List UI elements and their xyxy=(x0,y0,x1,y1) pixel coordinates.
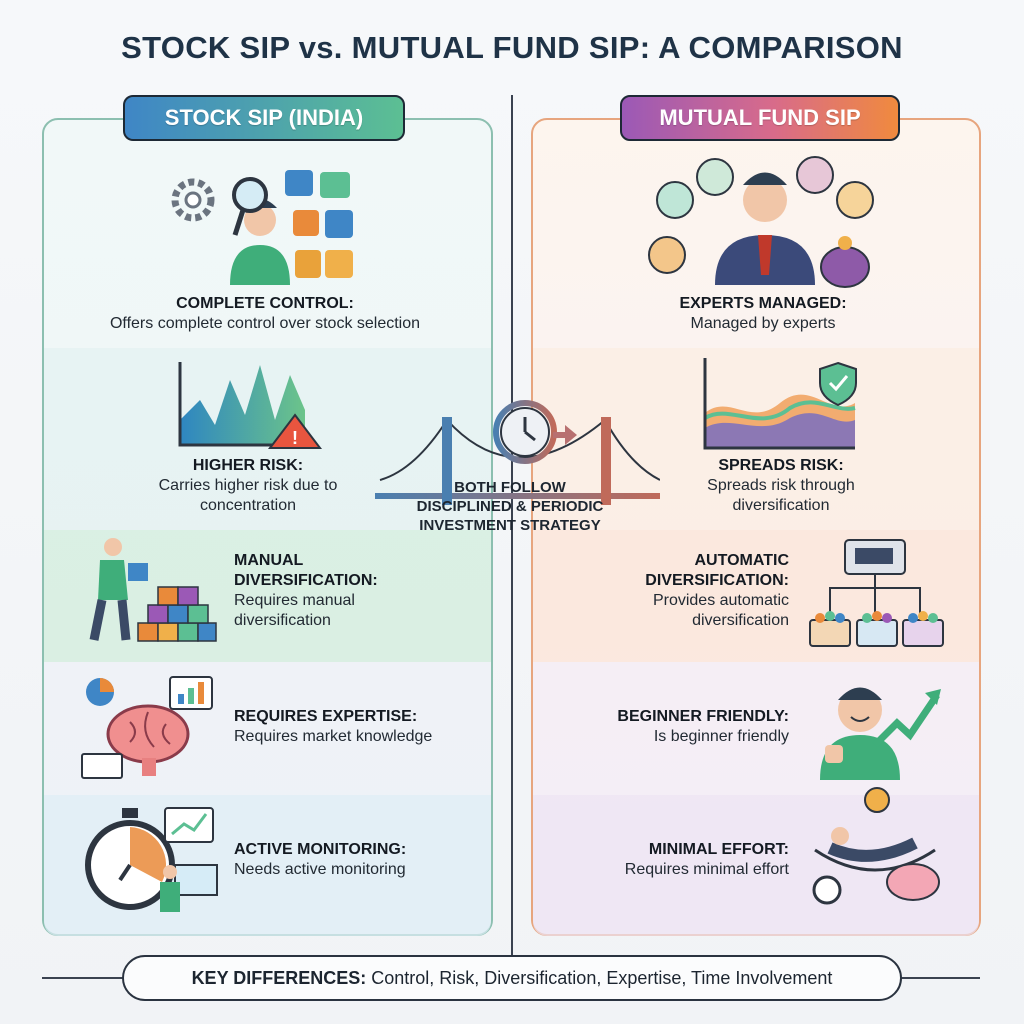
bridge-clock-icon xyxy=(375,400,660,505)
key-differences-label: KEY DIFFERENCES: xyxy=(191,967,367,988)
left-item-control: COMPLETE CONTROL: Offers complete contro… xyxy=(60,294,470,334)
item-title: EXPERTS MANAGED: xyxy=(679,295,847,312)
item-desc: diversification xyxy=(692,612,789,629)
key-differences-bar: KEY DIFFERENCES: Control, Risk, Diversif… xyxy=(122,955,902,1001)
center-divider xyxy=(511,95,513,955)
volatile-chart-warning-icon: ! xyxy=(178,362,323,449)
item-title: HIGHER RISK: xyxy=(192,457,304,474)
left-item-expertise: REQUIRES EXPERTISE: Requires market know… xyxy=(234,707,432,747)
center-line: INVESTMENT STRATEGY xyxy=(419,517,601,534)
smooth-chart-shield-icon xyxy=(703,358,857,450)
magnifier-puzzle-icon xyxy=(171,170,353,285)
item-desc: Provides automatic xyxy=(652,592,789,609)
item-desc: Requires market knowledge xyxy=(234,728,433,745)
right-item-spreads-risk: SPREADS RISK: Spreads risk through diver… xyxy=(640,456,922,516)
item-desc: Requires manual xyxy=(234,592,355,609)
item-desc: Requires minimal effort xyxy=(624,861,789,878)
page-title: STOCK SIP vs. MUTUAL FUND SIP: A COMPARI… xyxy=(121,30,903,65)
item-desc: concentration xyxy=(199,497,297,514)
svg-text:!: ! xyxy=(292,428,298,448)
stopwatch-monitor-icon xyxy=(85,807,218,912)
shared-strategy-note: BOTH FOLLOW DISCIPLINED & PERIODIC INVES… xyxy=(395,478,625,535)
thumbs-up-person-icon xyxy=(820,687,941,780)
item-title: COMPLETE CONTROL: xyxy=(176,295,354,312)
center-line: BOTH FOLLOW xyxy=(454,479,566,496)
item-title: SPREADS RISK: xyxy=(718,457,844,474)
item-title: BEGINNER FRIENDLY: xyxy=(617,708,789,725)
item-desc: Carries higher risk due to xyxy=(158,477,338,494)
right-item-experts: EXPERTS MANAGED: Managed by experts xyxy=(560,294,966,334)
person-stacking-blocks-icon xyxy=(89,538,217,642)
item-title: ACTIVE MONITORING: xyxy=(234,841,407,858)
right-item-beginner: BEGINNER FRIENDLY: Is beginner friendly xyxy=(560,707,789,747)
item-title: MINIMAL EFFORT: xyxy=(648,841,789,858)
center-line: DISCIPLINED & PERIODIC xyxy=(416,498,604,515)
item-title: AUTOMATIC xyxy=(694,552,789,569)
fund-manager-icon xyxy=(648,156,874,288)
mutual-fund-sip-header: MUTUAL FUND SIP xyxy=(620,95,900,141)
item-title: DIVERSIFICATION: xyxy=(234,572,378,589)
item-desc: Managed by experts xyxy=(690,315,836,332)
item-desc: Offers complete control over stock selec… xyxy=(109,315,421,332)
brain-charts-icon xyxy=(81,676,213,779)
item-desc: diversification xyxy=(732,497,830,514)
machine-baskets-icon xyxy=(809,539,944,647)
item-title: REQUIRES EXPERTISE: xyxy=(234,708,418,725)
stock-sip-header: STOCK SIP (INDIA) xyxy=(123,95,405,141)
item-title: MANUAL xyxy=(234,552,304,569)
item-desc: Needs active monitoring xyxy=(234,861,406,878)
item-desc: Spreads risk through xyxy=(707,477,855,494)
right-item-diversification: AUTOMATIC DIVERSIFICATION: Provides auto… xyxy=(560,551,789,631)
key-differences-text: Control, Risk, Diversification, Expertis… xyxy=(371,967,833,988)
item-title: DIVERSIFICATION: xyxy=(645,572,789,589)
left-item-diversification: MANUAL DIVERSIFICATION: Requires manual … xyxy=(234,551,378,631)
right-item-effort: MINIMAL EFFORT: Requires minimal effort xyxy=(560,840,789,880)
item-desc: diversification xyxy=(234,612,331,629)
left-item-risk: HIGHER RISK: Carries higher risk due to … xyxy=(100,456,396,516)
item-desc: Is beginner friendly xyxy=(653,728,789,745)
hammock-piggybank-icon xyxy=(812,787,940,905)
left-item-monitoring: ACTIVE MONITORING: Needs active monitori… xyxy=(234,840,406,880)
